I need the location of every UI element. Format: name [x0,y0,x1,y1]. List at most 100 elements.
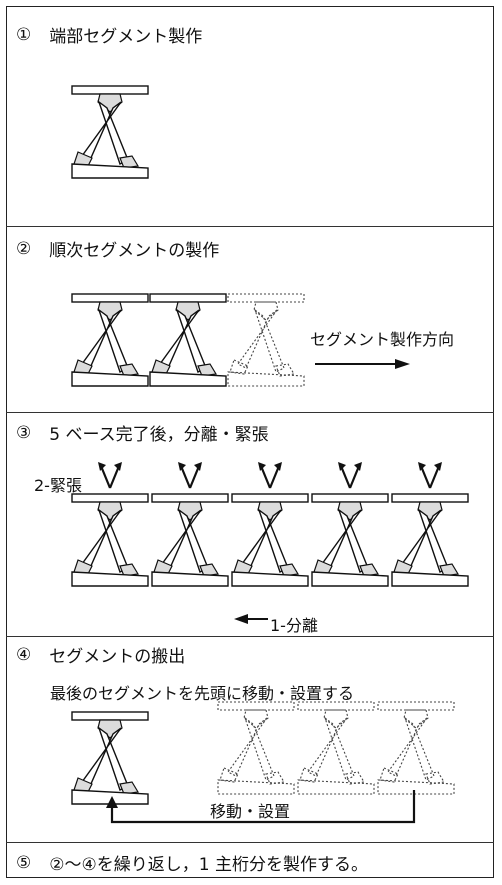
tension-arrows [418,462,442,489]
upper-node [253,301,279,321]
top-slab [377,701,455,711]
tension-arrow [419,465,432,489]
arrowhead [194,462,202,471]
tension-arrow [188,465,201,489]
move-instruction-text: 最後のセグメントを先頭に移動・設置する [50,684,355,703]
arrowhead [274,462,282,471]
move-install-label: 移動・設置 [206,798,295,822]
step-3-title: 5 ベース完了後，分離・緊張 [49,425,269,445]
upper-node [403,709,429,729]
lower-node [345,771,365,785]
arrowhead [106,796,118,808]
arrowhead [234,614,248,624]
lower-node [119,155,139,169]
tension-arrow [259,465,272,489]
base-slab [311,571,389,587]
base-slab [71,789,149,805]
tension-arrow [428,465,441,489]
bridge-segment [151,493,229,587]
lower-node [275,363,295,377]
base-slab [149,371,227,387]
step-5-number: ⑤ [16,852,32,873]
arrowhead [418,462,426,471]
planned-segment [297,701,375,795]
step-1-number: ① [16,24,32,45]
tension-label: 2-緊張 [34,476,82,495]
tension-arrows [258,462,282,489]
base-slab [391,571,469,587]
top-slab [311,493,389,503]
arrowhead [178,462,186,471]
separate-label: 1-分離 [270,616,318,635]
top-slab [297,701,375,711]
step-2-heading: ② 順次セグメントの製作 [16,236,220,262]
tension-arrow [348,465,361,489]
step-5-heading: ⑤ ②〜④を繰り返し，1 主桁分を製作する。 [16,850,368,876]
base-slab [71,163,149,179]
step-1-title: 端部セグメント製作 [49,27,203,47]
bridge-segment [71,85,149,179]
top-slab [391,493,469,503]
arrowhead [338,462,346,471]
step-4-heading: ④ セグメントの搬出 [16,642,186,668]
arrowhead [258,462,266,471]
lower-node [229,359,249,375]
section-divider [6,412,494,413]
step-3-heading: ③ 5 ベース完了後，分離・緊張 [16,420,269,446]
bridge-segment [71,711,149,805]
section-divider [6,226,494,227]
step-2-title: 順次セグメントの製作 [49,241,220,261]
lower-node [197,363,217,377]
lower-node [199,563,219,577]
lower-node [439,563,459,577]
bridge-segment [311,493,389,587]
lower-node [119,781,139,795]
tension-arrow [108,465,121,489]
base-slab [151,571,229,587]
diagonal-strut [403,716,435,781]
base-slab [71,371,149,387]
top-slab [217,701,295,711]
tension-arrows [178,462,202,489]
base-slab [71,571,149,587]
bridge-segment [149,293,227,387]
top-slab [231,493,309,503]
move-path [110,790,416,824]
lower-node [265,771,285,785]
section-divider [6,842,494,843]
arrowhead [98,462,106,471]
arrowhead [395,359,410,369]
lower-node [425,771,445,785]
tension-arrow [268,465,281,489]
step-3-number: ③ [16,422,32,443]
tension-arrows [98,462,122,489]
upper-node [323,709,349,729]
step-4-title: セグメントの搬出 [49,647,186,667]
tension-arrow [339,465,352,489]
planned-segment [227,293,305,387]
arrowhead [434,462,442,471]
lower-node [359,563,379,577]
lower-node [279,563,299,577]
top-slab [71,711,149,721]
top-slab [71,493,149,503]
top-slab [151,493,229,503]
bridge-segment [71,293,149,387]
planned-segment [217,701,295,795]
base-slab [231,571,309,587]
top-slab [71,293,149,303]
step-2-number: ② [16,238,32,259]
tension-arrow [179,465,192,489]
diagonal-strut [243,716,275,781]
lower-node [219,767,239,783]
lower-node [119,363,139,377]
lower-node [299,767,319,783]
production-direction-label: セグメント製作方向 [310,330,455,349]
lower-node [119,563,139,577]
top-slab [149,293,227,303]
tension-arrow [99,465,112,489]
upper-node [243,709,269,729]
lower-node [379,767,399,783]
